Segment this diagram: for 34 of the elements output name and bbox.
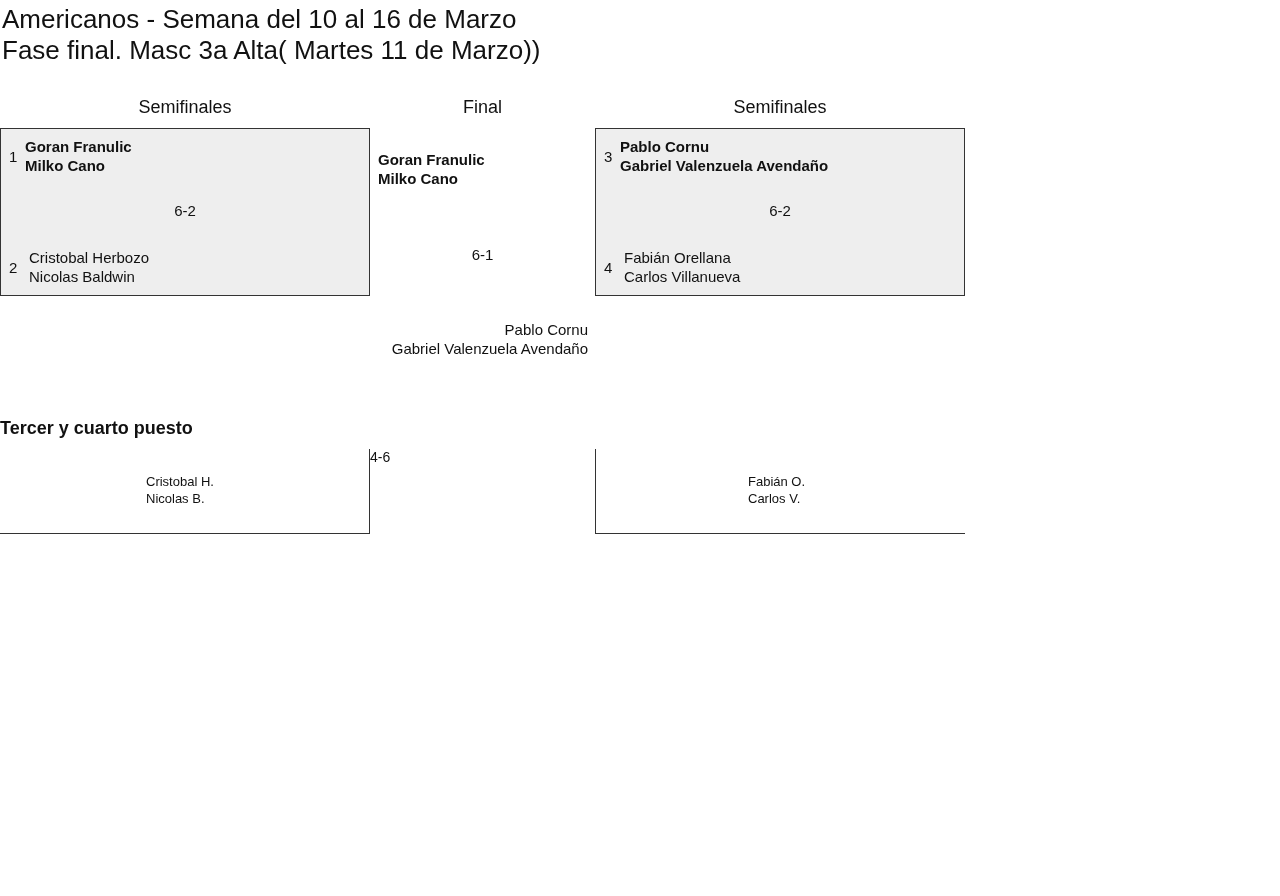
bracket-frame — [595, 449, 965, 534]
player-name: Nicolas B. — [146, 491, 205, 508]
player-name: Cristobal Herbozo — [29, 249, 150, 268]
match-panel — [595, 128, 965, 296]
player-name: Goran Franulic — [378, 151, 485, 170]
round-heading: Final — [462, 96, 503, 119]
player-name: Milko Cano — [378, 170, 458, 189]
section-heading: Tercer y cuarto puesto — [0, 417, 193, 440]
player-name: Pablo Cornu — [620, 138, 710, 157]
page-subtitle: Fase final. Masc 3a Alta( Martes 11 de Marzo)) — [2, 34, 541, 67]
match-score: 6-1 — [470, 246, 495, 265]
round-heading: Semifinales — [137, 96, 233, 119]
player-name: Pablo Cornu — [503, 321, 588, 340]
match-score: 4-6 — [370, 449, 391, 467]
match-panel — [0, 128, 370, 296]
round-heading: Semifinales — [732, 96, 828, 119]
player-name: Fabián Orellana — [624, 249, 731, 268]
seed-number: 3 — [604, 148, 613, 167]
bracket-frame — [0, 449, 370, 534]
player-name: Goran Franulic — [25, 138, 132, 157]
match-score: 6-2 — [768, 202, 792, 221]
player-name: Carlos Villanueva — [624, 268, 741, 287]
player-name: Fabián O. — [748, 474, 806, 491]
seed-number: 4 — [604, 259, 613, 278]
match-score: 6-2 — [173, 202, 197, 221]
player-name: Milko Cano — [25, 157, 105, 176]
player-name: Gabriel Valenzuela Avendaño — [390, 340, 588, 359]
page-title: Americanos - Semana del 10 al 16 de Marzo — [2, 3, 517, 36]
player-name: Cristobal H. — [146, 474, 214, 491]
player-name: Gabriel Valenzuela Avendaño — [620, 157, 829, 176]
player-name: Nicolas Baldwin — [29, 268, 135, 287]
seed-number: 1 — [9, 148, 18, 167]
seed-number: 2 — [9, 259, 18, 278]
player-name: Carlos V. — [748, 491, 801, 508]
